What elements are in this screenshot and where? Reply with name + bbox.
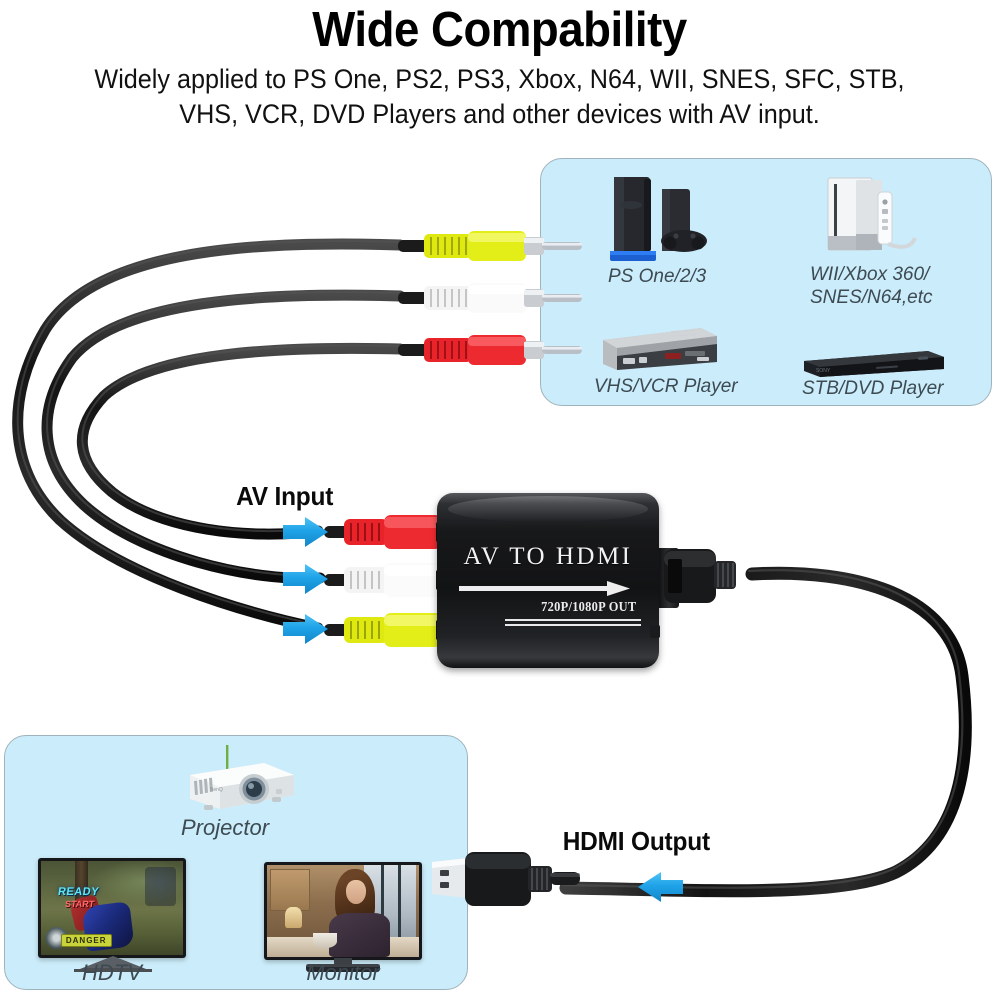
monitor-person-body: [329, 912, 391, 957]
rca-input-yellow: [324, 610, 454, 650]
av-input-label: AV Input: [236, 481, 334, 511]
dvd-player-image: SONY: [800, 347, 946, 381]
monitor-screen-image: [264, 862, 422, 960]
converter-underline-1: [505, 619, 641, 621]
device-label-wii: WII/Xbox 360/ SNES/N64,etc: [810, 264, 933, 308]
device-label-vcr: VHS/VCR Player: [594, 376, 738, 397]
hdmi-output-label: HDMI Output: [562, 826, 710, 856]
monitor-cabinet: [270, 868, 310, 911]
rca-plug-yellow-top: [398, 228, 588, 264]
hdtv-stand: [74, 956, 152, 972]
converter-subtitle: 720P/1080P OUT: [541, 599, 637, 614]
av-to-hdmi-converter: AV TO HDMI 720P/1080P OUT: [437, 493, 659, 668]
monitor-person-face: [346, 879, 366, 904]
vcr-player-image: [597, 322, 719, 374]
rca-input-white: [324, 560, 454, 600]
right-arrow-icon: [459, 581, 631, 596]
monitor-bowl: [312, 933, 337, 948]
hdtv-minimap: [144, 866, 176, 907]
rca-plug-red-top: [398, 332, 588, 368]
converter-title: AV TO HDMI: [463, 543, 633, 570]
svg-text:BenQ: BenQ: [210, 787, 223, 793]
hdtv-screen-image: READY START DANGER: [38, 858, 186, 958]
device-label-monitor: Monitor: [306, 960, 380, 985]
hdtv-hud-ready: READY: [57, 886, 100, 899]
hdmi-arrow-icon: [637, 870, 683, 904]
playstation-console-image: [600, 175, 728, 265]
converter-led: [650, 625, 660, 638]
device-label-ps: PS One/2/3: [608, 266, 707, 287]
page-subtitle: Widely applied to PS One, PS2, PS3, Xbox…: [94, 63, 905, 129]
monitor-screen-inner: [267, 865, 419, 957]
rca-input-red: [324, 512, 454, 552]
device-label-hdtv: HDTV: [82, 960, 142, 985]
monitor-stand: [306, 958, 380, 972]
hdtv-hud-start: START: [64, 898, 96, 909]
av-arrow-yellow-icon: [283, 613, 329, 645]
rca-plug-white-top: [398, 280, 588, 316]
monitor-lamp: [285, 907, 302, 928]
device-label-projector: Projector: [181, 815, 270, 840]
converter-underline-2: [505, 624, 641, 626]
wii-console-image: [818, 176, 928, 262]
device-label-dvd: STB/DVD Player: [802, 378, 944, 399]
projector-image: BenQ: [168, 745, 300, 823]
hdmi-plug-converter-side: [664, 545, 752, 607]
converter-gloss: [448, 496, 648, 522]
av-arrow-red-icon: [283, 516, 329, 548]
hdmi-plug-display-side: [432, 848, 580, 910]
monitor-picture: [267, 865, 419, 957]
header: Wide Compability Widely applied to PS On…: [0, 0, 999, 132]
hdtv-hud-bar: DANGER: [60, 933, 112, 947]
av-arrow-white-icon: [283, 563, 329, 595]
page-title: Wide Compability: [312, 3, 687, 57]
hdtv-screen-inner: READY START DANGER: [41, 861, 183, 955]
hdtv-picture: READY START DANGER: [41, 861, 183, 955]
svg-text:SONY: SONY: [816, 368, 831, 374]
